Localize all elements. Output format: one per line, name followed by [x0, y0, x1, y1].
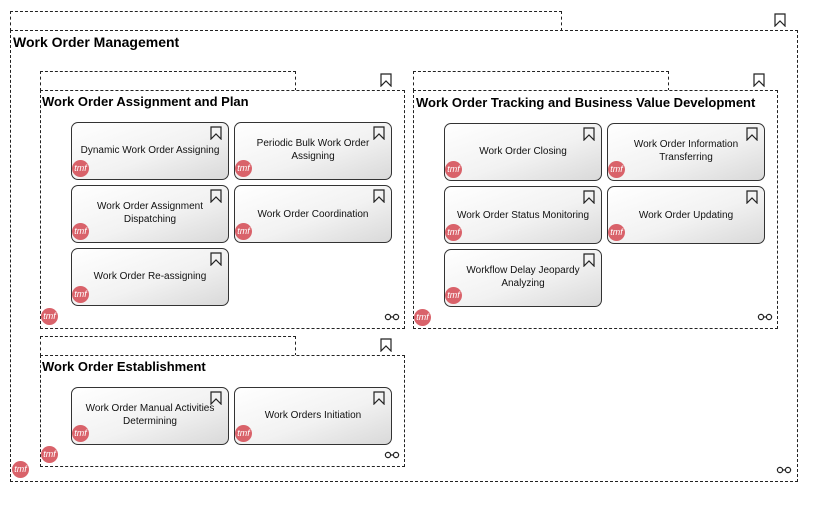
- tmf-badge-icon: tmf: [235, 425, 252, 442]
- tmf-badge-icon: tmf: [72, 160, 89, 177]
- bookmark-icon: [583, 190, 595, 204]
- group-tab: [413, 71, 669, 91]
- outer-group-title: Work Order Management: [13, 34, 180, 50]
- card-label: Work Order Assignment Dispatching: [97, 201, 203, 225]
- bookmark-icon: [210, 126, 222, 140]
- capability-card[interactable]: Work Order Manual Activities Determining…: [71, 387, 229, 445]
- bookmark-icon: [373, 189, 385, 203]
- tmf-badge-icon: tmf: [41, 446, 58, 463]
- capability-card[interactable]: Work Order Re-assigning tmf: [71, 248, 229, 306]
- group-title: Work Order Establishment: [42, 359, 206, 374]
- bookmark-icon: [380, 73, 392, 87]
- group-tab: [40, 336, 296, 356]
- bookmark-icon: [746, 190, 758, 204]
- link-icon: [776, 466, 792, 474]
- tmf-badge-icon: tmf: [72, 286, 89, 303]
- bookmark-icon: [210, 252, 222, 266]
- link-icon: [757, 313, 773, 321]
- card-label: Work Orders Initiation: [264, 410, 362, 421]
- capability-card[interactable]: Work Order Coordination tmf: [234, 185, 392, 243]
- card-label: Work Order Coordination: [257, 209, 369, 220]
- bookmark-icon: [210, 189, 222, 203]
- bookmark-icon: [210, 391, 222, 405]
- tmf-badge-icon: tmf: [445, 224, 462, 241]
- capability-card[interactable]: Work Order Assignment Dispatching tmf: [71, 185, 229, 243]
- link-icon: [384, 313, 400, 321]
- card-label: Work Order Re-assigning: [93, 270, 207, 282]
- tmf-badge-icon: tmf: [41, 308, 58, 325]
- tmf-badge-icon: tmf: [235, 160, 252, 177]
- tmf-badge-icon: tmf: [72, 223, 89, 240]
- tmf-badge-icon: tmf: [608, 224, 625, 241]
- tmf-badge-icon: tmf: [235, 223, 252, 240]
- bookmark-icon: [380, 338, 392, 352]
- card-label: Work Order Information Transferring: [633, 139, 739, 163]
- capability-card[interactable]: Work Order Information Transferring tmf: [607, 123, 765, 181]
- card-label: Workflow Delay Jeopardy Analyzing: [466, 265, 580, 289]
- bookmark-icon: [373, 126, 385, 140]
- bookmark-icon: [373, 391, 385, 405]
- tmf-badge-icon: tmf: [445, 287, 462, 304]
- tmf-badge-icon: tmf: [445, 161, 462, 178]
- card-label: Work Order Status Monitoring: [456, 210, 590, 221]
- card-label: Periodic Bulk Work Order Assigning: [256, 138, 370, 162]
- link-icon: [384, 451, 400, 459]
- card-label: Work Order Closing: [479, 145, 567, 157]
- tmf-badge-icon: tmf: [414, 309, 431, 326]
- bookmark-icon: [583, 253, 595, 267]
- card-label: Work Order Manual Activities Determining: [85, 403, 215, 427]
- bookmark-icon: [753, 73, 765, 87]
- group-title: Work Order Assignment and Plan: [42, 94, 249, 109]
- capability-card[interactable]: Work Order Updating tmf: [607, 186, 765, 244]
- group-tab: [10, 11, 562, 31]
- capability-card[interactable]: Work Order Closing tmf: [444, 123, 602, 181]
- group-tab: [40, 71, 296, 91]
- bookmark-icon: [583, 127, 595, 141]
- bookmark-icon: [746, 127, 758, 141]
- capability-card[interactable]: Work Orders Initiation tmf: [234, 387, 392, 445]
- card-label: Dynamic Work Order Assigning: [80, 144, 220, 156]
- tmf-badge-icon: tmf: [72, 425, 89, 442]
- capability-card[interactable]: Work Order Status Monitoring tmf: [444, 186, 602, 244]
- capability-card[interactable]: Periodic Bulk Work Order Assigning tmf: [234, 122, 392, 180]
- tmf-badge-icon: tmf: [608, 161, 625, 178]
- capability-card[interactable]: Workflow Delay Jeopardy Analyzing tmf: [444, 249, 602, 307]
- card-label: Work Order Updating: [638, 210, 734, 221]
- capability-card[interactable]: Dynamic Work Order Assigning tmf: [71, 122, 229, 180]
- tmf-badge-icon: tmf: [12, 461, 29, 478]
- bookmark-icon: [774, 13, 786, 27]
- group-title: Work Order Tracking and Business Value D…: [416, 95, 756, 110]
